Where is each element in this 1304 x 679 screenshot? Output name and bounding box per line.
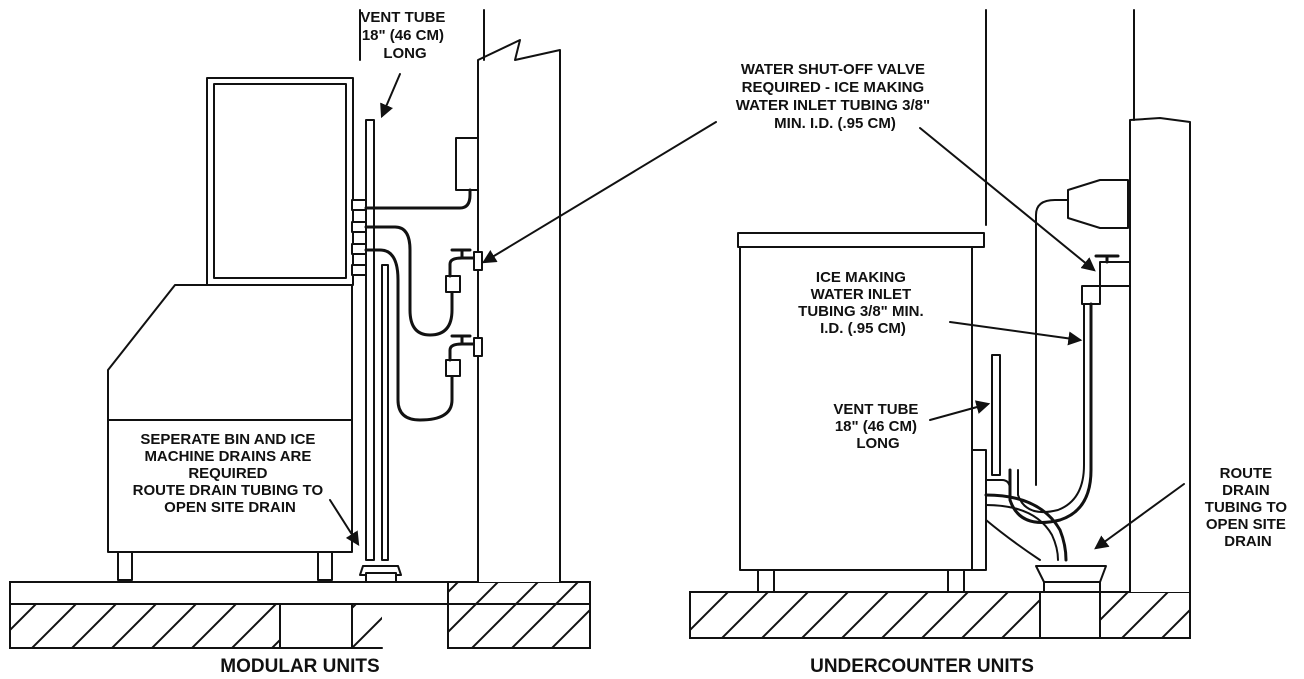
undercounter-units-figure: WATER SHUT-OFF VALVE REQUIRED - ICE MAKI… (482, 9, 1291, 677)
modular-vent-and-drains (359, 119, 402, 583)
modular-supply-lines (364, 137, 483, 422)
modular-ice-bin (107, 284, 353, 581)
modular-floor (9, 581, 591, 649)
electrical-box (455, 137, 479, 191)
undercounter-vent-label: VENT TUBE 18" (46 CM) LONG (833, 401, 922, 452)
undercounter-vent-arrow (929, 400, 991, 421)
modular-units-caption: MODULAR UNITS (220, 656, 379, 677)
modular-water-valve-upper (445, 248, 483, 293)
modular-drain-note: SEPERATE BIN AND ICE MACHINE DRAINS ARE … (133, 431, 328, 516)
undercounter-vent-tube (991, 354, 1001, 476)
undercounter-drain-arrow (1094, 483, 1185, 550)
undercounter-supply-lines (984, 179, 1131, 593)
modular-water-valve-lower (445, 334, 483, 377)
undercounter-ice-machine (737, 232, 1001, 593)
inlet-arrow (949, 321, 1083, 346)
valve-arrow-to-modular (482, 121, 717, 264)
undercounter-drain-note: ROUTE DRAIN TUBING TO OPEN SITE DRAIN (1205, 465, 1291, 550)
undercounter-drain-funnel (1035, 565, 1107, 583)
inlet-note: ICE MAKING WATER INLET TUBING 3/8" MIN. … (798, 269, 928, 337)
valve-note: WATER SHUT-OFF VALVE REQUIRED - ICE MAKI… (736, 61, 935, 132)
valve-arrow-to-undercounter (919, 127, 1096, 272)
undercounter-units-caption: UNDERCOUNTER UNITS (810, 656, 1034, 677)
modular-vent-arrow (380, 73, 401, 119)
modular-ice-machine-head (206, 77, 367, 286)
undercounter-water-valve (1081, 254, 1131, 305)
modular-vent-label: VENT TUBE 18" (46 CM) LONG (360, 9, 449, 62)
undercounter-floor (689, 591, 1191, 639)
modular-drain-arrow (329, 499, 360, 546)
undercounter-electrical-box (1067, 179, 1129, 229)
modular-units-figure: VENT TUBE 18" (46 CM) LONG SEPERATE BIN … (9, 9, 591, 677)
